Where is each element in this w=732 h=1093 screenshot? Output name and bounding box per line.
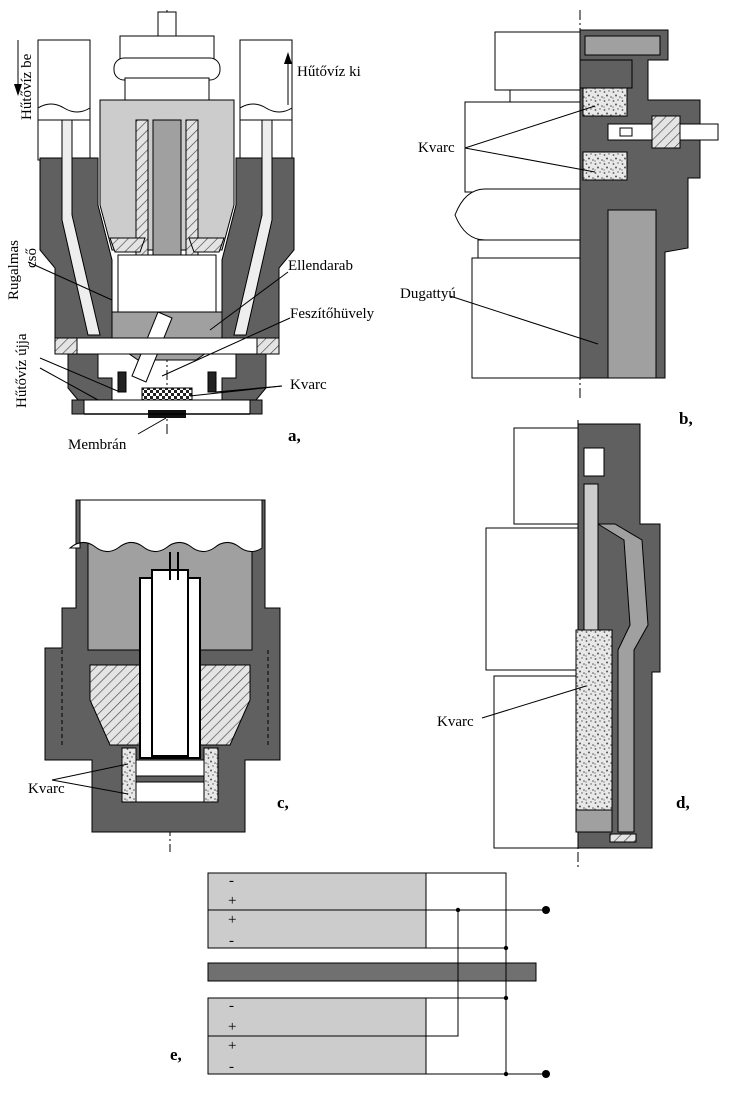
terminal-negative [542,1070,550,1078]
panel-b-sensor: Kvarc Dugattyú b, [400,10,719,428]
label-quartz-b: Kvarc [418,140,455,156]
sign-7: + [228,1038,236,1054]
quartz-plate-1 [207,872,427,911]
label-quartz-a: Kvarc [290,377,327,393]
panel-c-sensor: Kvarc c, [28,499,289,852]
panel-d-sensor: Kvarc d, [437,420,690,870]
label-flexible-tube-2: cső [24,248,40,268]
panel-label-e: e, [170,1045,182,1064]
sign-3: + [228,912,236,928]
terminal-positive [542,906,550,914]
label-quartz-c: Kvarc [28,781,65,797]
label-cooling-pin: Hűtővíz újja [14,333,30,408]
sign-2: + [228,893,236,909]
sign-5: - [229,998,234,1014]
label-counterpiece: Ellendarab [288,258,353,274]
center-electrode [207,962,537,982]
panel-label-b: b, [679,409,693,428]
label-cooling-in: Hűtővíz be [19,53,35,120]
sign-6: + [228,1019,236,1035]
label-piston: Dugattyú [400,286,456,302]
quartz-plate-3 [207,997,427,1037]
label-quartz-d: Kvarc [437,714,474,730]
label-cooling-out: Hűtővíz ki [297,64,361,80]
quartz-plate-4 [207,1035,427,1075]
label-flexible-tube-1: Rugalmas [6,240,22,300]
sign-8: - [229,1059,234,1075]
label-tension-sleeve: Feszítőhüvely [290,306,375,322]
panel-a-sensor: Hűtővíz be Hűtővíz ki Rugalmas cső Ellen… [6,10,375,453]
panel-label-d: d, [676,793,690,812]
label-membrane: Membrán [68,437,127,453]
panel-label-c: c, [277,793,289,812]
panel-e-wiring: - + + - - + + - e, [170,872,550,1078]
sign-1: - [229,873,234,889]
sign-4: - [229,933,234,949]
panel-label-a: a, [288,426,301,445]
quartz-plate-2 [207,909,427,949]
